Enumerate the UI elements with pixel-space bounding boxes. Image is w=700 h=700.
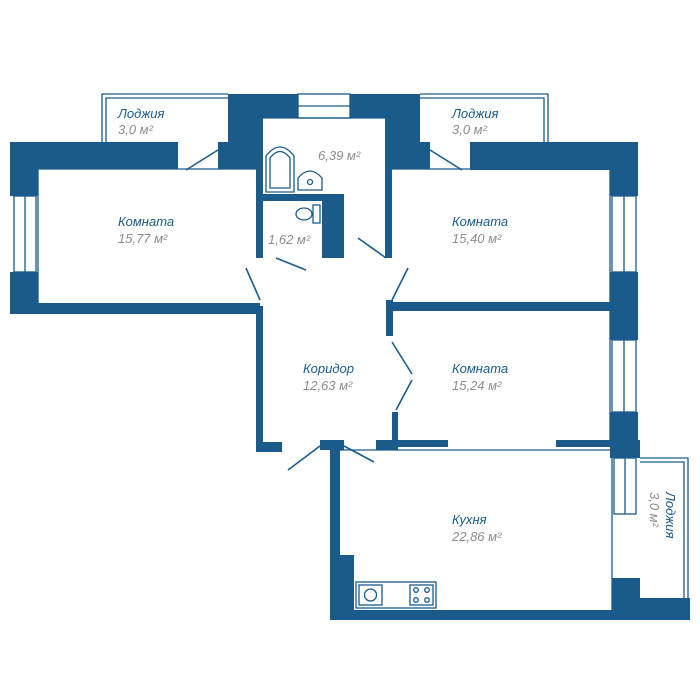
door-toilet: [275, 257, 307, 271]
wall-top-center: [228, 94, 298, 118]
loggia-top-left-outline: [101, 93, 228, 142]
loggia-right-name: Лоджия: [663, 492, 678, 539]
door-room-left: [245, 267, 261, 301]
door-room-right-mid-b: [395, 379, 413, 411]
bathtub-icon: [265, 146, 295, 193]
wall-toilet-right: [322, 194, 344, 258]
wall-bathroom-divider: [256, 194, 322, 201]
fixtures: [265, 146, 437, 609]
door-room-right-top: [391, 267, 409, 301]
wall-right-outer-mid: [610, 272, 638, 340]
toilet-area: 1,62 м²: [268, 232, 311, 247]
room-left-name: Комната: [118, 214, 175, 229]
wall-rooms-divider: [392, 302, 612, 311]
door-loggia-right: [429, 149, 463, 171]
wall-left-room-bottom: [10, 303, 260, 314]
kitchen-area: 22,86 м²: [452, 529, 502, 544]
loggia-top-left-name: Лоджия: [118, 106, 165, 121]
stove-icon: [409, 584, 434, 606]
kitchen-sink-icon: [358, 584, 383, 606]
wall-corridor-bottom-right: [376, 440, 398, 450]
kitchen-name: Кухня: [452, 512, 487, 527]
interior-lines: [37, 117, 613, 610]
sink-icon: [297, 170, 323, 191]
door-kitchen: [343, 445, 375, 463]
bathroom-area: 6,39 м²: [318, 148, 361, 163]
door-entrance: [287, 445, 321, 471]
wall-bathroom-right: [385, 118, 392, 258]
room-right-mid-name: Комната: [452, 361, 509, 376]
kitchen-counter: [355, 581, 437, 609]
wall-corridor-bottom-left: [256, 442, 282, 452]
wall-left-outer-top: [10, 142, 38, 196]
wall-corridor-bottom-center: [320, 440, 344, 450]
column-top-left-base: [218, 142, 262, 169]
room-right-top-area: 15,40 м²: [452, 231, 502, 246]
wall-kitchen-left: [330, 446, 340, 620]
wall-corridor-left: [256, 306, 263, 452]
wall-kitchen-bottom: [330, 610, 640, 620]
wall-corridor-right-top: [386, 300, 393, 336]
door-loggia-left: [185, 149, 219, 171]
toilet-icon: [295, 204, 321, 224]
wall-kitchen-top-right: [612, 440, 640, 458]
room-right-top-name: Комната: [452, 214, 509, 229]
room-right-mid-area: 15,24 м²: [452, 378, 502, 393]
loggia-right-area: 3,0 м²: [647, 492, 662, 527]
loggia-top-right-name: Лоджия: [452, 106, 499, 121]
wall-corridor-right-low: [392, 412, 398, 446]
door-loggia-kitchen: [613, 577, 635, 605]
wall-right-outer-top: [610, 142, 638, 196]
wall-room-mid-bottom-right: [556, 440, 612, 447]
windows: [13, 93, 637, 515]
room-left-area: 15,77 м²: [118, 231, 168, 246]
loggia-top-left-area: 3,0 м²: [118, 122, 153, 137]
column-top-right-base: [386, 142, 430, 169]
corridor-name: Коридор: [303, 361, 354, 376]
doors: [185, 149, 635, 605]
loggia-top-right-outline: [420, 93, 549, 142]
door-bathroom: [357, 237, 387, 259]
corridor-area: 12,63 м²: [303, 378, 353, 393]
wall-kitchen-left-column: [330, 555, 354, 620]
loggias: [101, 93, 689, 609]
walls: [10, 94, 690, 620]
loggia-top-right-area: 3,0 м²: [452, 122, 487, 137]
door-room-right-mid-a: [391, 341, 413, 375]
wall-bathroom-left: [256, 118, 263, 258]
wall-room-mid-bottom: [392, 440, 448, 447]
